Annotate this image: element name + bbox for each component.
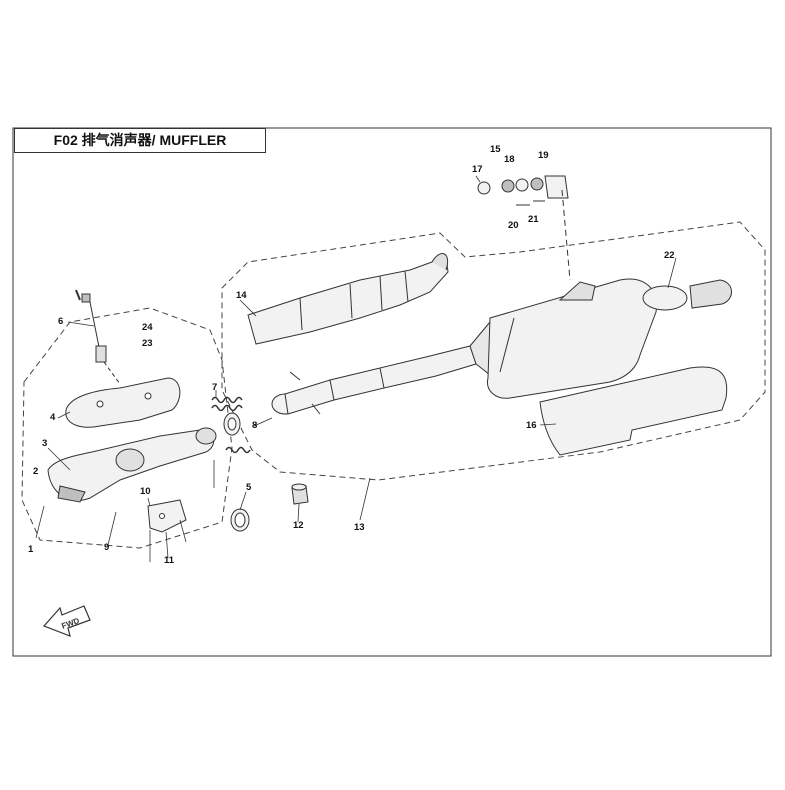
- callout-4: 4: [50, 412, 56, 423]
- callout-6: 6: [58, 316, 63, 327]
- callout-3: 3: [42, 438, 47, 449]
- forward-direction-arrow: FWD: [42, 605, 91, 637]
- front-pipe-heat-shield: [247, 253, 449, 345]
- callout-19: 19: [538, 150, 549, 161]
- seal-ring: [230, 508, 250, 532]
- leader-lines: [35, 175, 677, 562]
- hanger-bracket-kit: [477, 175, 571, 281]
- exhaust-manifold: [47, 427, 217, 503]
- callout-24: 24: [142, 322, 153, 333]
- exhaust-manifold-shield: [65, 377, 181, 428]
- exhaust-springs: [211, 396, 251, 454]
- callout-13: 13: [354, 522, 365, 533]
- title-box: F02 排气消声器/ MUFFLER: [14, 128, 266, 153]
- muffler-group-boundary: [221, 221, 766, 481]
- callout-2: 2: [33, 466, 38, 477]
- callout-7: 7: [212, 382, 217, 393]
- callout-20: 20: [508, 220, 519, 231]
- callout-22: 22: [664, 250, 675, 261]
- callout-8: 8: [252, 420, 257, 431]
- callout-14: 14: [236, 290, 247, 301]
- callout-9: 9: [104, 542, 109, 553]
- sheet-frame: [12, 127, 772, 657]
- heat-shield-group-boundary: [21, 307, 233, 549]
- pipe-sleeve: [291, 483, 309, 505]
- callout-12: 12: [293, 520, 304, 531]
- callout-10: 10: [140, 486, 151, 497]
- callout-5: 5: [246, 482, 252, 493]
- callout-21: 21: [528, 214, 539, 225]
- page-title: F02 排气消声器/ MUFFLER: [53, 132, 227, 148]
- oxygen-sensor: [75, 289, 121, 385]
- callout-23: 23: [142, 338, 153, 349]
- callout-1: 1: [28, 544, 34, 555]
- mounting-bracket: [147, 499, 187, 533]
- callout-17: 17: [472, 164, 483, 175]
- callout-18: 18: [504, 154, 515, 165]
- exhaust-gasket: [223, 412, 241, 436]
- callout-11: 11: [164, 555, 175, 566]
- callout-15: 15: [490, 144, 501, 155]
- callout-16: 16: [526, 420, 537, 431]
- callout-labels: 1 2 3 4 5 6 7 8 9 10 11 12 13 14 15 16 1…: [28, 144, 675, 566]
- muffler-body: [486, 278, 732, 399]
